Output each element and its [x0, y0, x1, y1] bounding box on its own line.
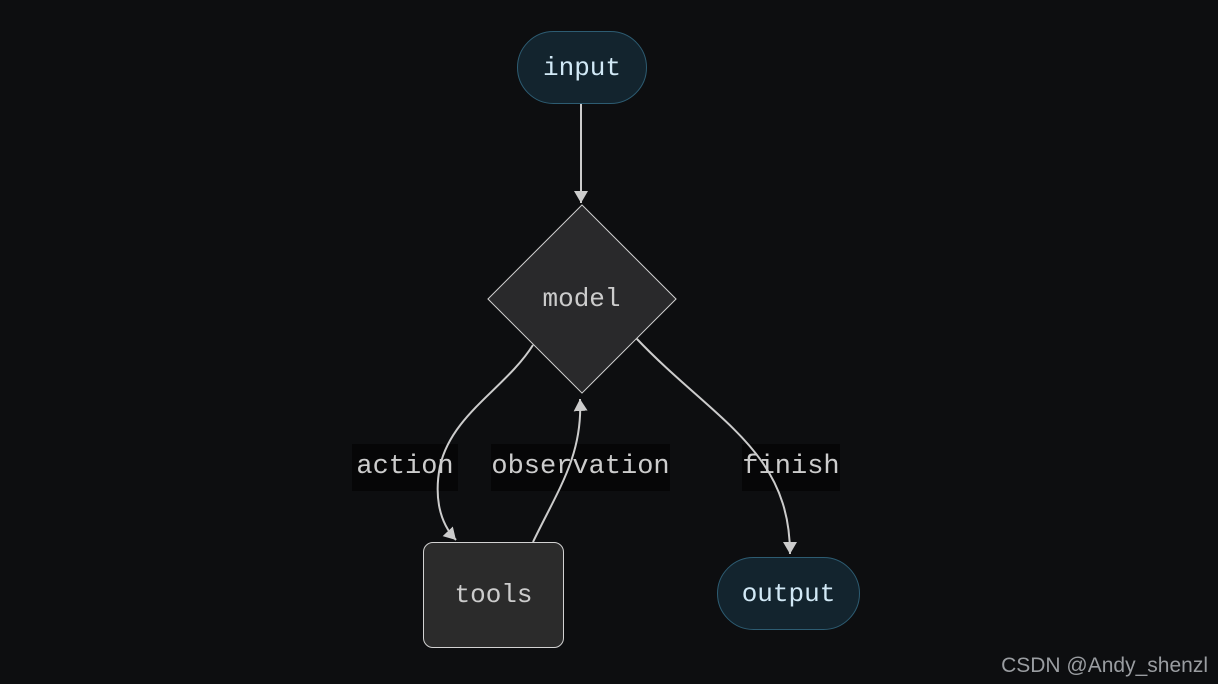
node-tools: tools — [423, 542, 564, 648]
edge-label-action: action — [352, 444, 458, 491]
node-model: model — [542, 284, 621, 314]
node-input: input — [517, 31, 647, 104]
edge-label-finish: finish — [742, 444, 840, 491]
edge-label-observation: observation — [491, 444, 670, 491]
node-output: output — [717, 557, 860, 630]
edge-model-to-tools-action — [436, 344, 534, 541]
csdn-watermark: CSDN @Andy_shenzl — [1001, 654, 1208, 677]
